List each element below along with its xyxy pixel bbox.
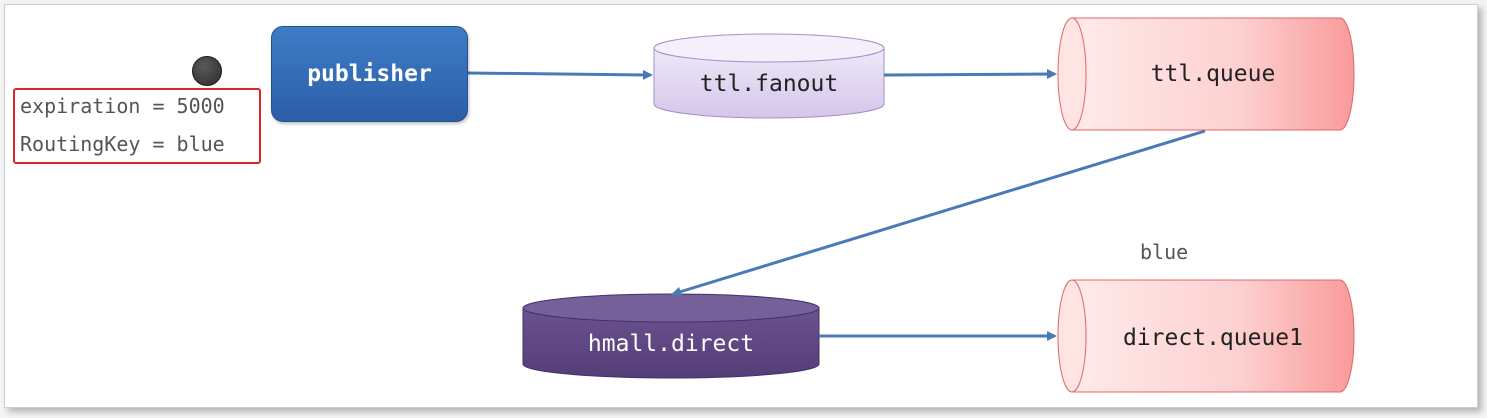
binding-key-label: blue bbox=[1140, 240, 1189, 264]
hmall-direct-exchange-shape bbox=[522, 293, 820, 379]
direct-queue1-label: direct.queue1 bbox=[1122, 325, 1303, 351]
direct-queue1-shape bbox=[1057, 279, 1355, 393]
direct-queue1-node: direct.queue1 bbox=[1086, 316, 1340, 360]
message-dot-icon bbox=[192, 56, 222, 86]
expiration-text: expiration = 5000 bbox=[20, 94, 225, 118]
message-properties-box: expiration = 5000 RoutingKey = blue bbox=[13, 88, 261, 164]
arrow-ttl-queue-to-direct bbox=[671, 129, 1206, 297]
arrow-publisher-to-fanout bbox=[467, 69, 653, 80]
routing-key-text: RoutingKey = blue bbox=[20, 132, 225, 156]
hmall-direct-node: hmall.direct bbox=[523, 322, 819, 366]
hmall-direct-label: hmall.direct bbox=[587, 331, 755, 357]
ttl-queue-label: ttl.queue bbox=[1150, 61, 1276, 87]
publisher-label: publisher bbox=[307, 61, 432, 87]
ttl-fanout-exchange-shape bbox=[653, 33, 885, 119]
publisher-node: publisher bbox=[271, 26, 468, 122]
ttl-fanout-label: ttl.fanout bbox=[699, 71, 839, 97]
ttl-queue-node: ttl.queue bbox=[1086, 52, 1340, 96]
arrow-fanout-to-ttl-queue bbox=[883, 69, 1057, 80]
ttl-fanout-node: ttl.fanout bbox=[654, 62, 884, 106]
ttl-queue-shape bbox=[1057, 17, 1355, 131]
